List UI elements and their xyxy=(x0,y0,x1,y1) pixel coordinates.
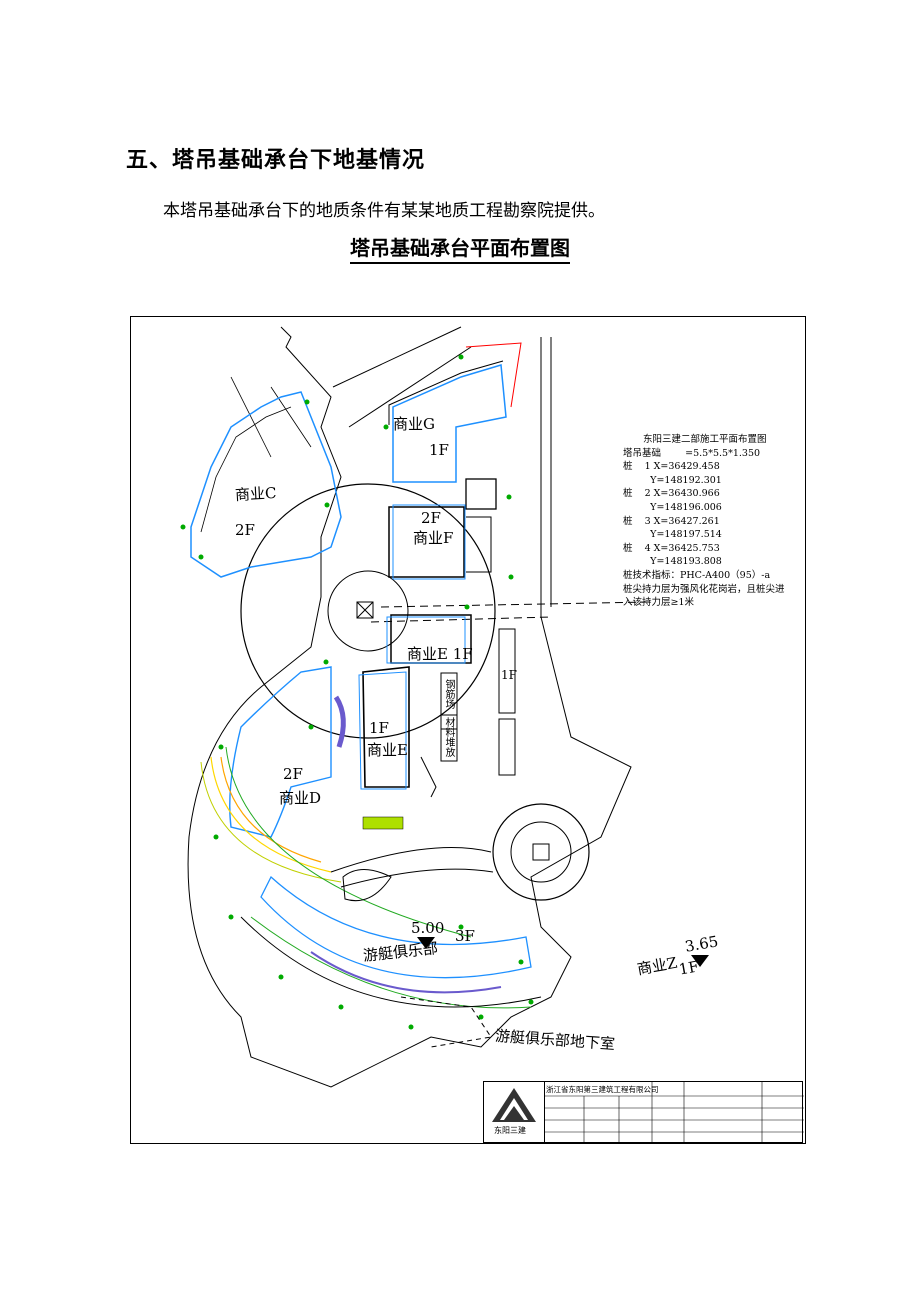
logo-mountain-icon xyxy=(492,1088,536,1122)
label-bldg-e-upper: 商业E 1F xyxy=(407,645,473,663)
label-bldg-f-floor: 2F xyxy=(421,509,441,527)
site-plan-svg xyxy=(180,326,709,1088)
label-bldg-f: 商业F xyxy=(413,529,454,547)
company-logo: 东阳三建 xyxy=(484,1082,545,1142)
site-plan-drawing: 商业G 1F 商业C 2F 2F 商业F 商业E 1F 1F 商业E 2F 商业… xyxy=(130,316,806,1144)
label-z-floor: 1F xyxy=(677,957,701,979)
label-bldg-g-floor: 1F xyxy=(429,441,449,459)
label-1f-small: 1F xyxy=(501,668,517,682)
title-block-company: 浙江省东阳第三建筑工程有限公司 xyxy=(546,1085,659,1094)
title-block: 东阳三建 浙江省东阳第三建筑工程有限公司 xyxy=(483,1081,804,1144)
label-yacht-elev: 5.00 xyxy=(411,919,445,937)
section-paragraph: 本塔吊基础承台下的地质条件有某某地质工程勘察院提供。 xyxy=(163,201,605,221)
label-bldg-d-floor: 2F xyxy=(283,765,303,783)
label-bldg-c: 商业C xyxy=(234,483,277,505)
label-bldg-g: 商业G xyxy=(393,415,435,433)
label-bldg-c-floor: 2F xyxy=(235,521,255,539)
label-yacht-floor: 3F xyxy=(455,927,475,945)
section-heading: 五、塔吊基础承台下地基情况 xyxy=(126,148,426,173)
label-bldg-e: 商业E xyxy=(367,741,408,759)
figure-title: 塔吊基础承台平面布置图 xyxy=(0,232,920,264)
title-block-grid xyxy=(544,1082,804,1144)
plan-notes: 东阳三建二部施工平面布置图 塔吊基础 =5.5*5.5*1.350 桩 1 X=… xyxy=(623,434,785,609)
label-material-yard: 材料堆放 xyxy=(443,717,454,757)
label-steel-shed: 钢筋场 xyxy=(443,679,454,709)
label-bldg-e-floor: 1F xyxy=(369,719,389,737)
label-bldg-d: 商业D xyxy=(279,789,322,807)
